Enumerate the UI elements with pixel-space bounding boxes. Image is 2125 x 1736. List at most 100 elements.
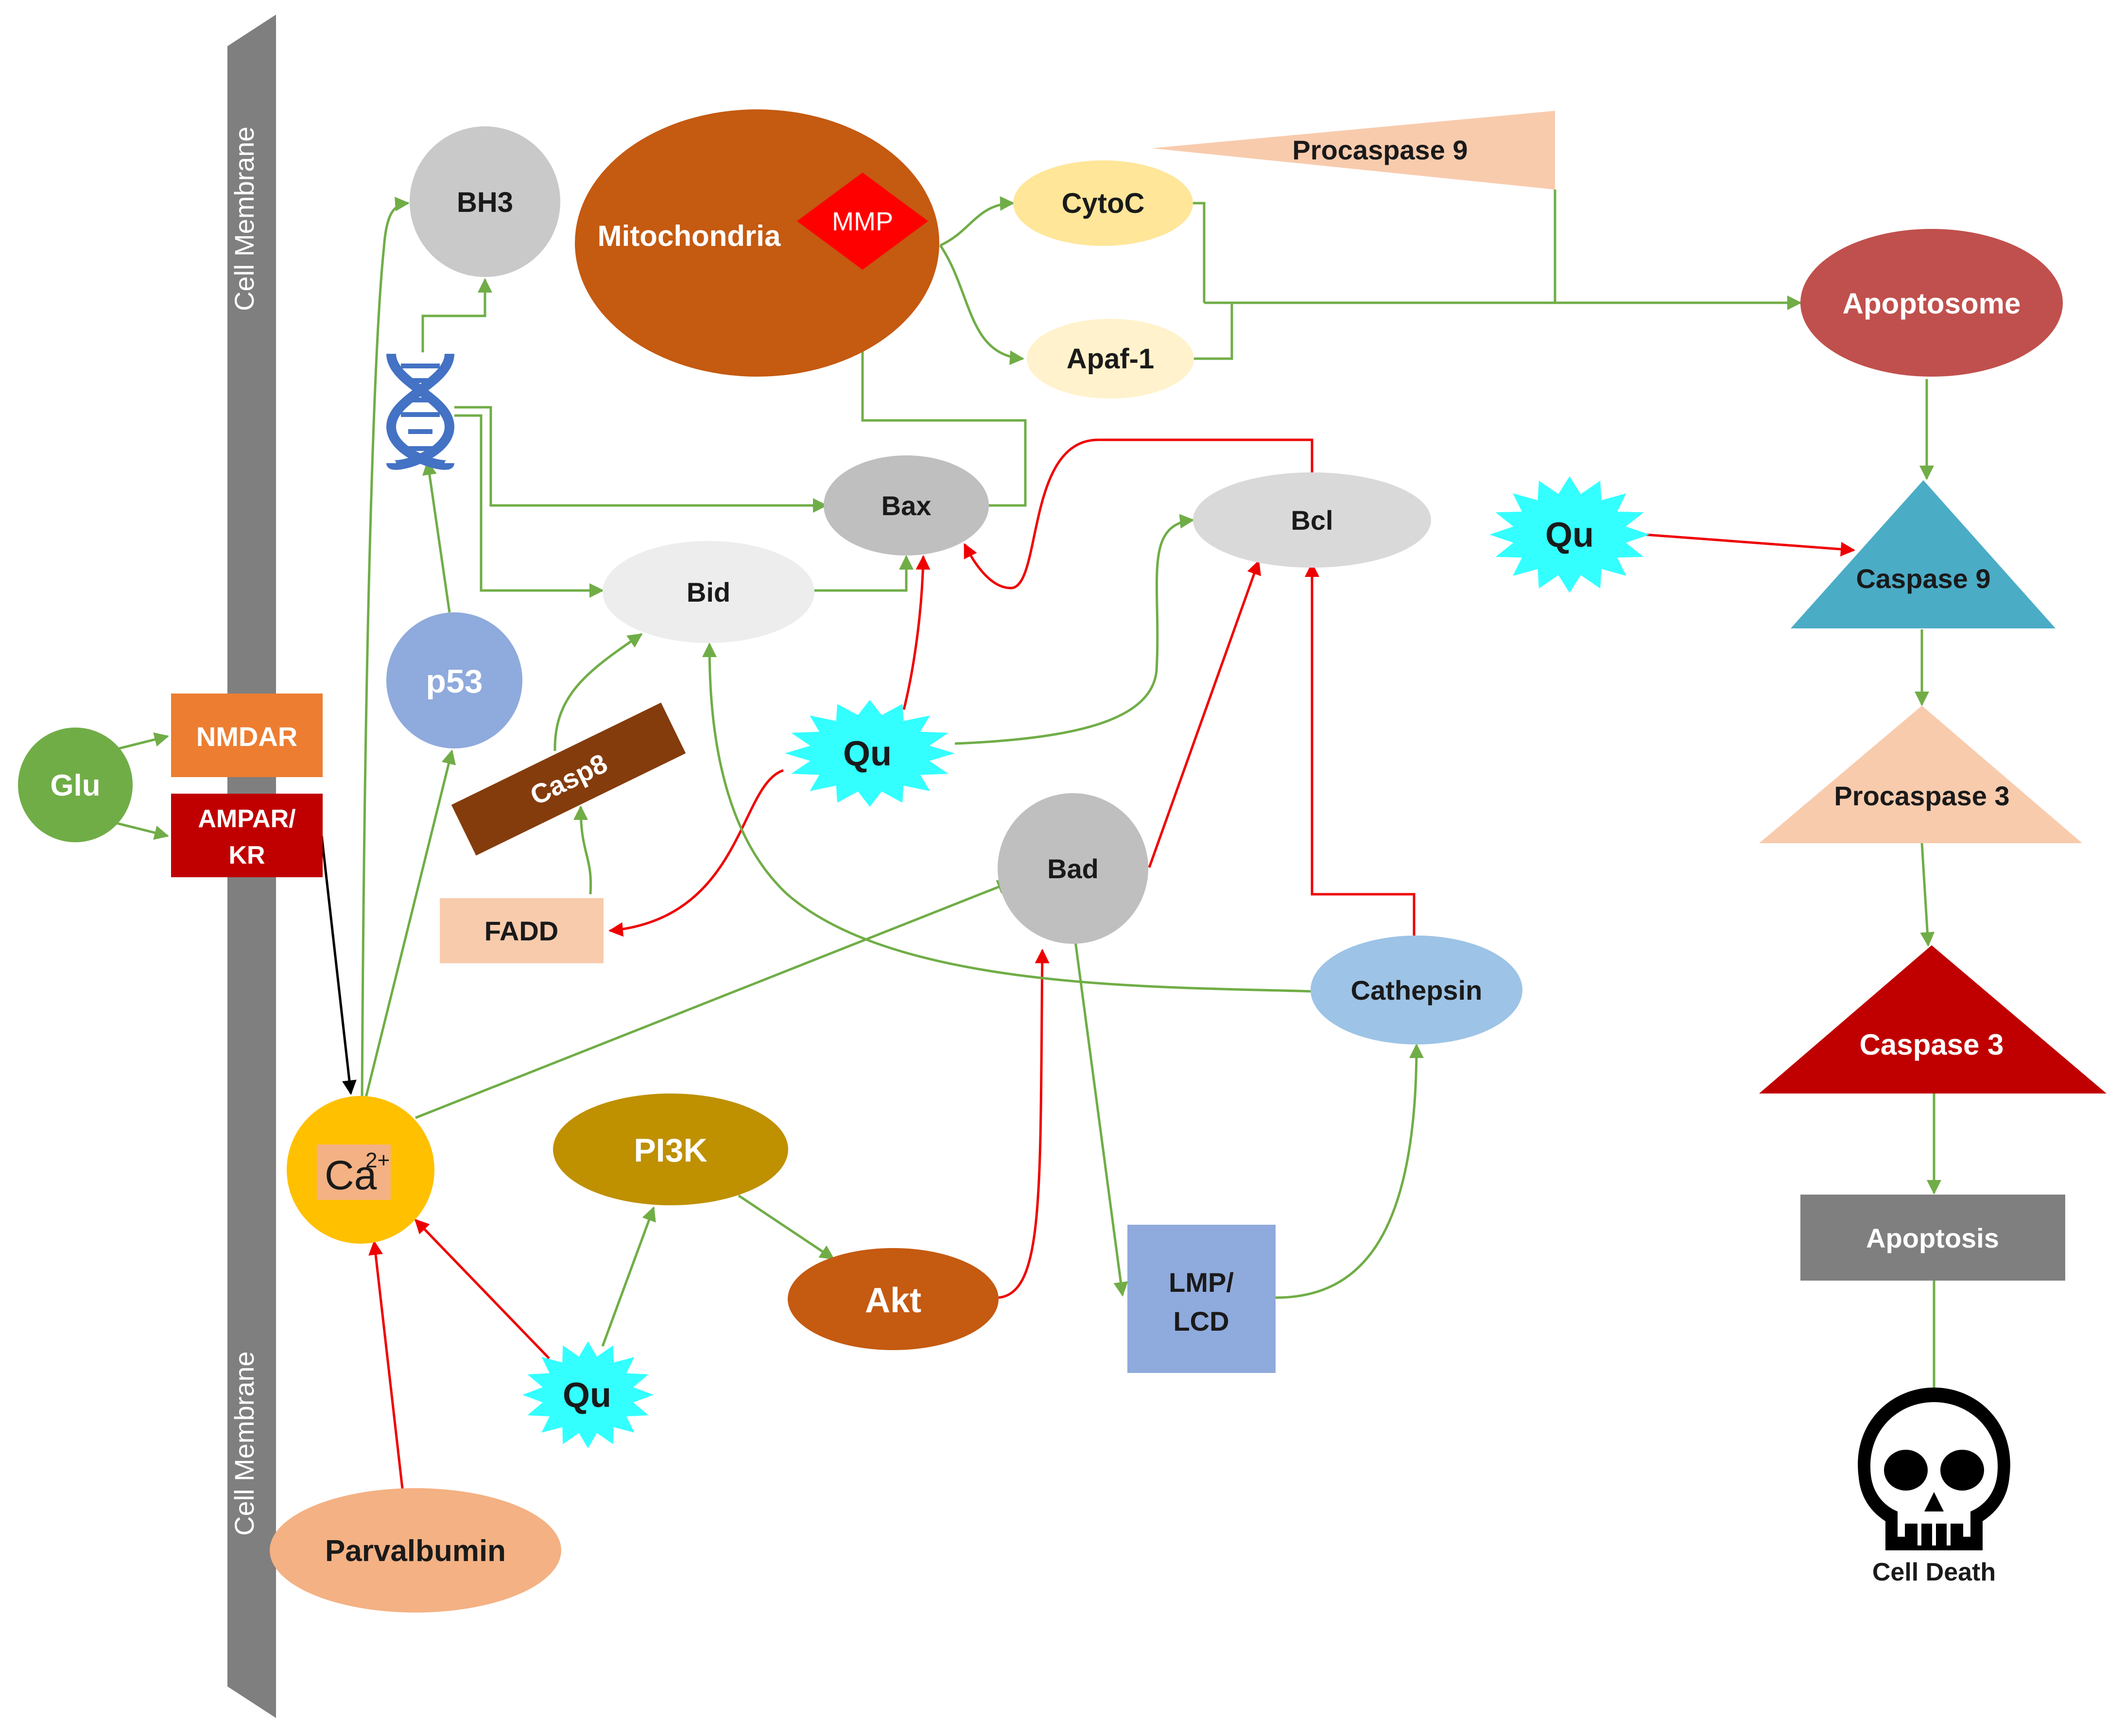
procaspase3-node: Procaspase 3 [1759,706,2082,843]
edge-casp8-bid [553,633,643,751]
p53-label: p53 [426,663,483,700]
edge-bid-bax [814,555,914,592]
fadd-label: FADD [484,916,558,946]
edge-cathepsin-bcl [1305,562,1416,936]
edge-ampar-ca [320,835,357,1095]
nmdar-node: NMDAR [171,694,323,777]
mitochondria-label: Mitochondria [598,220,781,252]
edge-ca-p53 [364,749,456,1100]
caspase9-node: Caspase 9 [1791,480,2056,628]
qu-bottom-label: Qu [563,1376,611,1415]
edge-glu-ampar [109,820,169,840]
edge-mito-cytoc [939,196,1015,247]
apaf1-label: Apaf-1 [1067,343,1154,375]
edge-bcl-bax [963,438,1313,590]
cathepsin-node: Cathepsin [1311,936,1522,1044]
ampar-kr-node: AMPAR/ KR [171,794,323,877]
edge-cathepsin-bid [702,642,1315,993]
edge-pi3k-akt [738,1194,835,1260]
apoptosis-node: Apoptosis [1800,1195,2065,1281]
parvalbumin-node: Parvalbumin [270,1488,561,1613]
pi3k-node: PI3K [553,1094,788,1205]
akt-label: Akt [865,1281,921,1320]
edge-dna-bax [454,406,828,513]
qu-bottom-node: Qu [522,1341,654,1448]
edge-p53-dna [422,460,451,613]
bax-label: Bax [881,490,932,521]
edge-qu-ca [414,1218,550,1359]
bh3-label: BH3 [457,187,513,218]
connectors [109,190,1941,1497]
bcl-node: Bcl [1193,472,1431,568]
edge-mito-bax [861,350,1027,507]
apaf1-node: Apaf-1 [1027,319,1194,399]
edge-qu-bax [902,555,931,710]
cathepsin-label: Cathepsin [1351,975,1483,1006]
fadd-node: FADD [440,898,604,963]
caspase9-label: Caspase 9 [1856,563,1990,594]
edge-qu-caspase9 [1644,533,1855,556]
procaspase9-label: Procaspase 9 [1292,135,1468,165]
lmp-label-2: LCD [1173,1306,1229,1337]
apoptosome-node: Apoptosome [1800,229,2063,377]
ampar-label-2: KR [228,841,265,869]
bid-node: Bid [603,541,814,643]
mmp-diamond [797,173,928,270]
pi3k-label: PI3K [634,1132,707,1169]
bad-label: Bad [1047,853,1099,884]
qu-center-label: Qu [843,734,892,773]
mitochondria-node: Mitochondria MMP [575,109,939,377]
mmp-label: MMP [832,207,893,236]
membrane-label-top: Cell Membrane [229,126,259,311]
edge-qu-pi3k [601,1206,656,1347]
cytoc-node: CytoC [1013,160,1193,246]
edge-dna-bh3 [421,278,492,352]
dna-helix-icon [386,353,455,470]
glu-label: Glu [50,769,100,802]
skull-icon [1858,1388,2010,1550]
calcium-node: Ca 2+ [287,1096,434,1244]
edge-akt-bad [998,949,1050,1299]
qu-right-node: Qu [1489,476,1650,593]
calcium-charge: 2+ [365,1148,390,1172]
edge-dna-bid [454,414,604,598]
edge-bad-lmp [1072,930,1128,1297]
qu-right-label: Qu [1545,516,1594,555]
membrane-label-bottom: Cell Membrane [229,1351,259,1536]
bh3-node: BH3 [410,126,560,277]
cell-death-label: Cell Death [1872,1558,1996,1586]
apoptosome-label: Apoptosome [1843,287,2021,320]
edge-qu-fadd [608,769,784,937]
bid-label: Bid [687,577,730,608]
edge-mito-apaf1 [939,244,1024,365]
edge-qu-bcl [954,514,1194,745]
p53-node: p53 [386,612,522,748]
bcl-label: Bcl [1291,505,1333,536]
apoptosis-label: Apoptosis [1866,1223,1999,1253]
caspase3-label: Caspase 3 [1860,1028,2004,1061]
edge-parvalbumin-ca [368,1240,405,1497]
nmdar-label: NMDAR [196,721,297,752]
akt-node: Akt [788,1248,999,1350]
cytoc-label: CytoC [1062,188,1145,219]
caspase3-node: Caspase 3 [1759,945,2107,1094]
edge-cytoc-join [1193,202,1206,303]
edge-lmp-cathepsin [1275,1043,1424,1299]
lmp-label-1: LMP/ [1169,1267,1234,1298]
bax-node: Bax [824,455,989,556]
ampar-label-1: AMPAR/ [198,805,295,833]
glu-node: Glu [18,728,133,842]
procaspase9-node: Procaspase 9 [1152,111,1555,190]
procaspase3-label: Procaspase 3 [1834,781,2009,811]
lmp-lcd-node: LMP/ LCD [1127,1225,1276,1373]
edge-ca-bh3 [361,196,410,1101]
bad-node: Bad [998,793,1148,944]
parvalbumin-label: Parvalbumin [325,1534,506,1568]
edge-ca-bad [415,880,1012,1119]
qu-center-node: Qu [785,700,955,807]
edge-fadd-casp8 [573,805,592,895]
edge-procasp3-caspase3 [1920,843,1935,947]
edge-bad-bcl [1148,560,1261,868]
